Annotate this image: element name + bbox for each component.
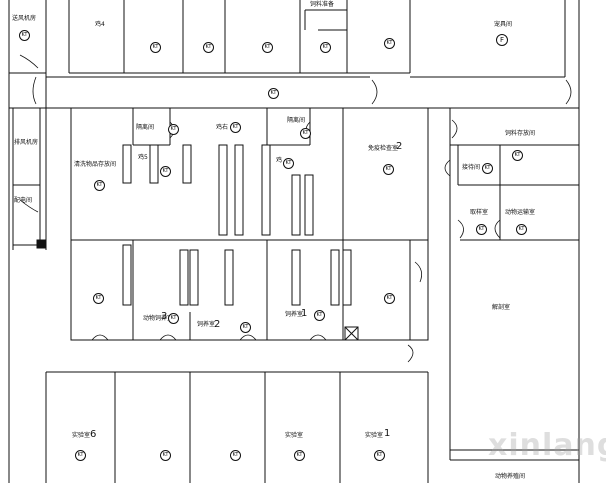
room-sterile-1-label: 免疫检查室: [368, 145, 399, 152]
room-feed-label: 清洗物品存放间: [74, 161, 117, 168]
room-bottom-right-label: 动物养殖间: [495, 473, 526, 480]
kt-tag: KT: [168, 124, 179, 135]
room-feeding-2-number: 2: [214, 319, 221, 330]
watermark: xinlang: [488, 428, 606, 463]
kt-tag: KT: [476, 224, 487, 235]
room-feeding-2-label: 饲养室: [197, 321, 216, 328]
kt-tag: KT: [230, 122, 241, 133]
room-right-3-label: 取样室: [470, 209, 489, 216]
kt-tag: KT: [384, 38, 395, 49]
kt-tag: KT: [268, 88, 279, 99]
room-top-right-label: 宠具间: [494, 21, 513, 28]
room-prep-label: 隔离间: [136, 124, 155, 131]
room-bottom-6-label: 实验室: [365, 432, 384, 439]
room-right-2-label: 接待间: [462, 164, 481, 171]
room-left-mid-1-label: 排风机房: [14, 139, 39, 146]
kt-tag: KT: [374, 450, 385, 461]
room-chicken-small-label: 鸡: [276, 157, 283, 164]
kt-tag: KT: [300, 128, 311, 139]
room-bottom-5-label: 实验室: [285, 432, 304, 439]
kt-tag: KT: [482, 163, 493, 174]
kt-tag: KT: [160, 166, 171, 177]
room-bottom-1-label: 实验室: [72, 432, 91, 439]
room-feeding-1-label: 饲养室: [285, 311, 304, 318]
kt-tag: KT: [203, 42, 214, 53]
kt-tag: KT: [512, 150, 523, 161]
kt-tag: KT: [94, 180, 105, 191]
room-top-left-label: 送风机房: [12, 15, 37, 22]
kt-tag: KT: [320, 42, 331, 53]
kt-tag: KT: [75, 450, 86, 461]
room-right-1-label: 饲料存放间: [505, 130, 536, 137]
kt-tag: KT: [384, 293, 395, 304]
room-right-4-label: 动物运输室: [505, 209, 536, 216]
kt-tag: KT: [230, 450, 241, 461]
room-top-utility-label: 饲料准备: [310, 1, 335, 8]
kt-tag: KT: [516, 224, 527, 235]
kt-tag: KT: [262, 42, 273, 53]
room-sterile-1-number: 2: [396, 141, 403, 152]
room-isolation-label: 隔离间: [287, 117, 306, 124]
room-feeding-1-number: 1: [301, 308, 308, 319]
kt-tag: KT: [240, 322, 251, 333]
kt-tag: KT: [294, 450, 305, 461]
room-bottom-1-number: 6: [90, 429, 97, 440]
top-right-tag: F: [496, 34, 508, 46]
kt-tag: KT: [160, 450, 171, 461]
kt-tag: KT: [93, 293, 104, 304]
room-left-mid-2-label: 配电间: [14, 197, 33, 204]
kt-tag: KT: [19, 30, 30, 41]
kt-tag: KT: [150, 42, 161, 53]
kt-tag: KT: [168, 313, 179, 324]
room-bottom-6-number: 1: [384, 428, 391, 439]
room-right-big-label: 解剖室: [492, 304, 511, 311]
kt-tag: KT: [283, 158, 294, 169]
kt-tag: KT: [383, 164, 394, 175]
room-dirty-label: 动物饲养室: [143, 315, 174, 322]
kt-tag: KT: [314, 310, 325, 321]
room-chicken-right-label: 鸡右: [216, 124, 229, 131]
room-top-4-label: 鸡4: [95, 21, 105, 28]
room-dirty-number: 3: [161, 311, 168, 322]
room-chicken5-label: 鸡5: [138, 154, 148, 161]
